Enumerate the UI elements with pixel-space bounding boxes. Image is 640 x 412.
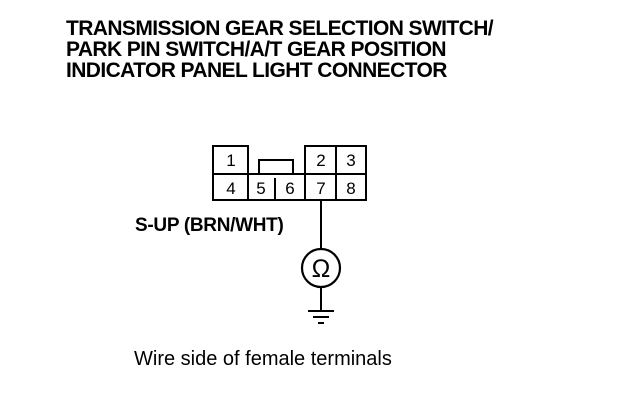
pin-5-label: 5	[256, 179, 265, 198]
diagram-caption: Wire side of female terminals	[134, 348, 392, 370]
title-line-2: PARK PIN SWITCH/A/T GEAR POSITION	[66, 38, 447, 61]
pin-3-label: 3	[346, 151, 355, 170]
ground-symbol-icon	[308, 310, 334, 324]
wire-label: S-UP (BRN/WHT)	[135, 215, 284, 236]
title-line-3: INDICATOR PANEL LIGHT CONNECTOR	[66, 59, 447, 82]
pin-7-label: 7	[316, 179, 325, 198]
diagram-title: TRANSMISSION GEAR SELECTION SWITCH/ PARK…	[66, 18, 626, 81]
pin-2-label: 2	[316, 151, 325, 170]
pin-1-label: 1	[226, 151, 235, 170]
pin-8-label: 8	[346, 179, 355, 198]
pin-6-label: 6	[285, 179, 294, 198]
title-line-1: TRANSMISSION GEAR SELECTION SWITCH/	[66, 17, 494, 40]
ohm-symbol: Ω	[312, 255, 331, 283]
connector-housing	[212, 145, 367, 201]
pin-4-label: 4	[226, 179, 235, 198]
connector-lock-tab	[258, 159, 294, 174]
